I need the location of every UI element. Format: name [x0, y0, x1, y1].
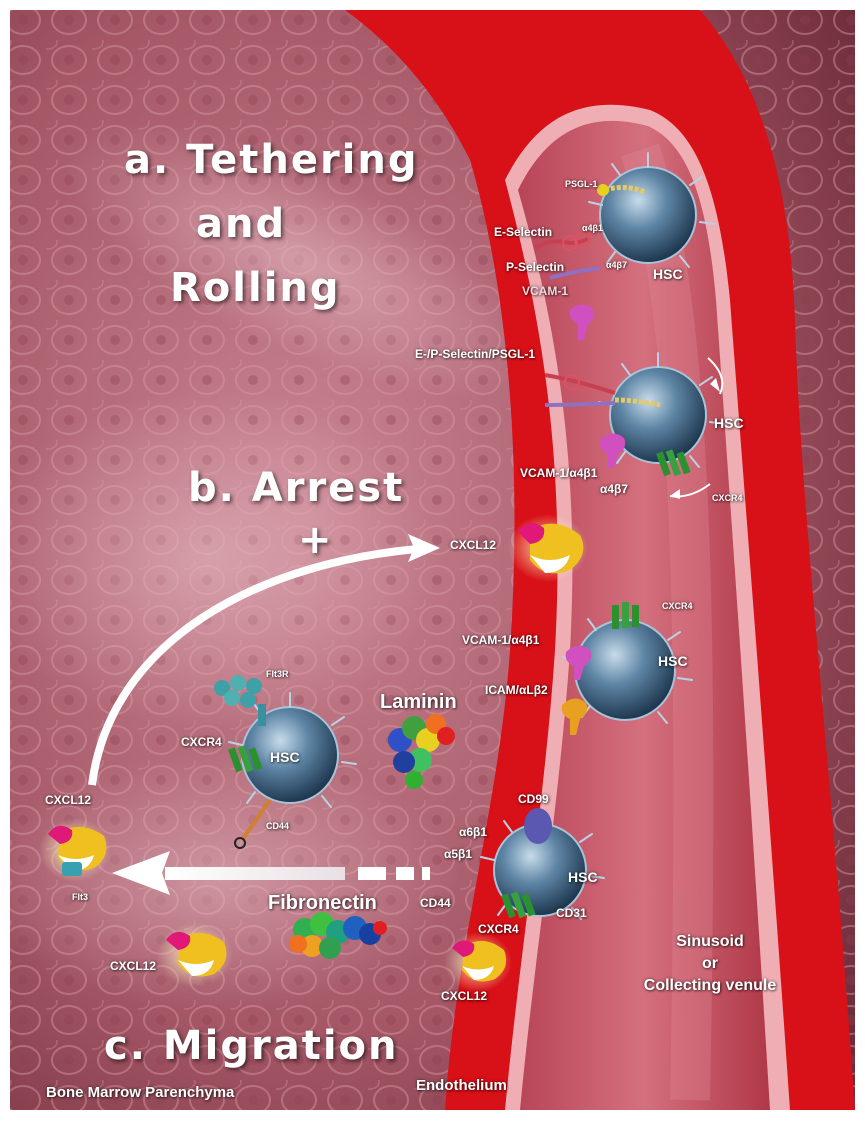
label-p-selectin: P-Selectin	[506, 261, 564, 273]
label-hsc-3: HSC	[658, 654, 688, 668]
cxcl12-molecule-bottom	[444, 932, 512, 992]
cxcl12-molecule-bottom-left	[157, 923, 233, 987]
hsc-cell-1	[600, 167, 696, 263]
cxcl12-molecule-top	[508, 514, 588, 582]
label-icam-alb2: ICAM/αLβ2	[485, 684, 548, 696]
label-cxcl12-left: CXCL12	[45, 794, 91, 806]
label-cxcr4-arrest: CXCR4	[712, 494, 743, 503]
label-e-selectin: E-Selectin	[494, 226, 552, 238]
label-hsc-1: HSC	[653, 267, 683, 281]
label-endothelium: Endothelium	[416, 1078, 507, 1093]
label-sinusoid-line3: Collecting venule	[620, 978, 800, 994]
plus-sign: +	[298, 520, 334, 560]
label-vcam1-a4b1-mid: VCAM-1/α4β1	[462, 634, 539, 646]
label-a6b1: α6β1	[459, 826, 487, 838]
label-laminin: Laminin	[380, 692, 457, 712]
hsc-cell-2	[610, 367, 706, 463]
label-cxcr4-mid: CXCR4	[662, 602, 693, 611]
title-tethering-line1: a. Tethering	[124, 140, 419, 180]
label-hsc-2: HSC	[714, 416, 744, 430]
label-cd44-bottom: CD44	[420, 897, 451, 909]
label-hsc-5: HSC	[568, 870, 598, 884]
label-sinusoid-line2: or	[620, 956, 800, 972]
cxcl12-molecule-left	[39, 818, 111, 882]
label-cxcl12-bottom: CXCL12	[441, 990, 487, 1002]
title-tethering-line3: Rolling	[170, 268, 341, 308]
label-cxcr4-bottom: CXCR4	[478, 923, 519, 935]
label-flt3r: Flt3R	[266, 670, 289, 679]
cxcr4-mid-receptor	[612, 602, 639, 629]
label-ep-selectin-psgl1: E-/P-Selectin/PSGL-1	[415, 348, 535, 360]
label-cd99: CD99	[518, 793, 549, 805]
label-psgl1: PSGL-1	[565, 180, 598, 189]
label-cxcl12-top: CXCL12	[450, 539, 496, 551]
label-vcam1-a4b1-arrest: VCAM-1/α4β1	[520, 467, 597, 479]
label-a4b7-arrest: α4β7	[600, 483, 628, 495]
label-a4b7: α4β7	[606, 261, 627, 270]
label-sinusoid-line1: Sinusoid	[620, 934, 800, 950]
label-flt3: Flt3	[72, 893, 88, 902]
label-cd31: CD31	[556, 907, 587, 919]
label-fibronectin: Fibronectin	[268, 893, 377, 913]
label-vcam1: VCAM-1	[522, 285, 568, 297]
title-migration: c. Migration	[104, 1026, 399, 1066]
title-tethering-line2: and	[196, 204, 286, 244]
label-bone-marrow: Bone Marrow Parenchyma	[46, 1085, 234, 1100]
label-hsc-4: HSC	[270, 750, 300, 764]
cd99-molecule	[524, 808, 552, 844]
label-cxcr4-left: CXCR4	[181, 736, 222, 748]
title-arrest: b. Arrest	[188, 468, 404, 508]
label-a4b1: α4β1	[582, 224, 603, 233]
label-a5b1: α5β1	[444, 848, 472, 860]
label-cd44-left: CD44	[266, 822, 289, 831]
label-cxcl12-bottom-left: CXCL12	[110, 960, 156, 972]
